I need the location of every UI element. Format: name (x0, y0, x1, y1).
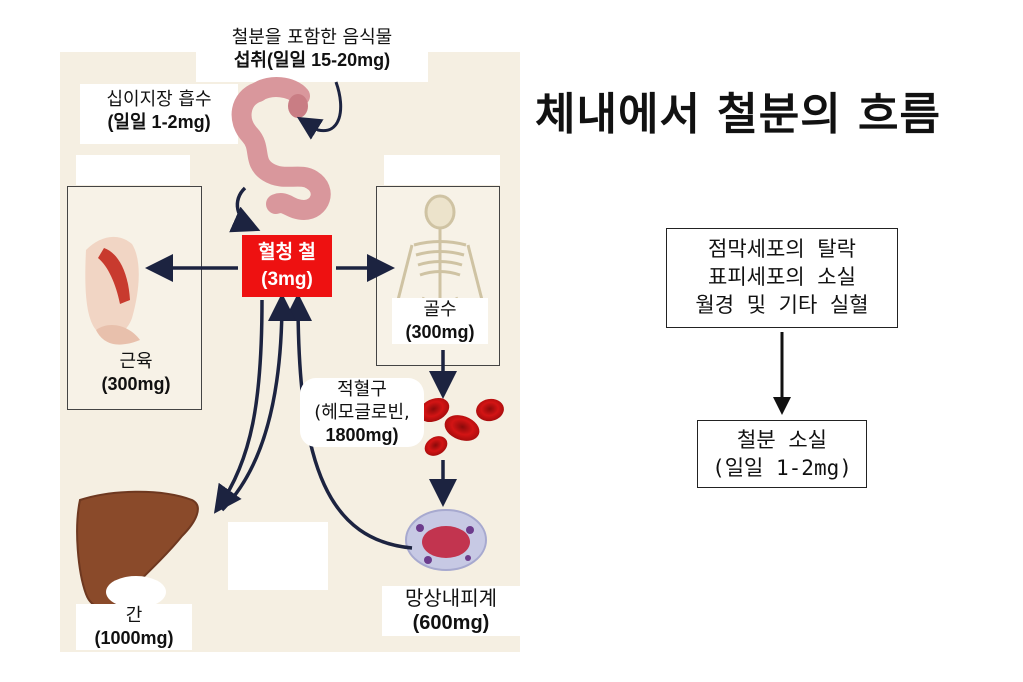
serum-iron-line2: (3mg) (261, 269, 313, 290)
res-label: 망상내피계 (600mg) (382, 586, 520, 636)
skeleton-icon (396, 194, 484, 305)
iron-loss-line1: 철분 소실 (737, 428, 827, 452)
intestine-icon (231, 77, 331, 221)
liver-label-line2: (1000mg) (94, 628, 174, 648)
intestine-label-line1: 십이지장 흡수 (106, 89, 212, 110)
food-label-line2: 섭취(일일 15-20mg) (233, 50, 391, 70)
loss-causes-line1: 점막세포의 탈락 (708, 237, 856, 261)
liver-label-line1: 간 (125, 605, 143, 626)
serum-iron-box: 혈청 철 (3mg) (242, 235, 332, 297)
intestine-label-line2: (일일 1-2mg) (107, 112, 211, 132)
rbc-label: 적혈구 (헤모글로빈, 1800mg) (300, 378, 424, 447)
iron-loss-line2: (일일 1-2mg) (712, 456, 852, 480)
loss-causes-line2: 표피세포의 소실 (708, 265, 856, 289)
intestine-label: 십이지장 흡수 (일일 1-2mg) (80, 88, 238, 134)
iron-loss-box: 철분 소실 (일일 1-2mg) (697, 420, 867, 488)
muscle-icon (85, 236, 140, 345)
res-label-line1: 망상내피계 (405, 586, 497, 610)
food-label-bg (196, 22, 428, 82)
liver-label: 간 (1000mg) (76, 604, 192, 650)
muscle-label-line2: (300mg) (101, 374, 171, 394)
page-title: 체내에서 철분의 흐름 (535, 89, 941, 140)
muscle-label-line1: 근육 (119, 351, 153, 372)
loss-causes-box: 점막세포의 탈락 표피세포의 소실 월경 및 기타 실혈 (666, 228, 898, 328)
res-label-line2: (600mg) (412, 612, 490, 634)
blank-box-right (384, 155, 500, 185)
macrophage-icon (405, 509, 487, 571)
serum-iron-line1: 혈청 철 (258, 242, 316, 263)
marrow-label-line2: (300mg) (405, 322, 475, 342)
loss-causes-line3: 월경 및 기타 실혈 (695, 293, 869, 317)
intestine-label-bg (80, 84, 238, 144)
liver-icon (76, 490, 199, 609)
blank-box-left (76, 155, 190, 185)
blank-box-center (228, 522, 328, 590)
food-label: 철분을 포함한 음식물 섭취(일일 15-20mg) (196, 26, 428, 72)
food-label-line1: 철분을 포함한 음식물 (231, 27, 393, 48)
rbc-label-line2: (헤모글로빈, (314, 402, 410, 423)
marrow-label: 골수 (300mg) (392, 298, 488, 344)
marrow-label-line1: 골수 (423, 299, 457, 320)
rbc-label-line1: 적혈구 (337, 379, 387, 400)
muscle-label: 근육 (300mg) (78, 350, 194, 396)
rbc-label-line3: 1800mg) (325, 425, 399, 445)
red-blood-cell-icon (418, 397, 504, 456)
